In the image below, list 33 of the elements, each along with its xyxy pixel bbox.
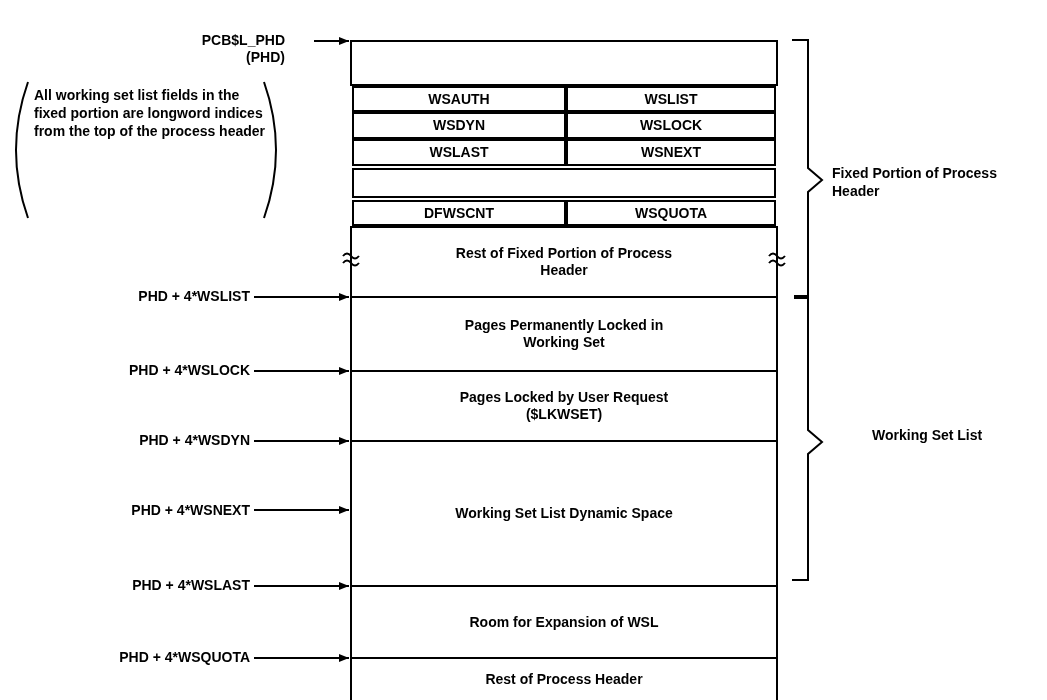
note: All working set list fields in the fixed portion are longword indices from the top of the process header xyxy=(34,86,266,140)
memory-field: WSLIST xyxy=(566,86,776,112)
brace-label: Working Set List xyxy=(872,426,984,444)
memory-region: Rest of Process Header xyxy=(350,657,778,700)
memory-region: Pages Locked by User Request ($LKWSET) xyxy=(350,370,778,442)
memory-field: WSDYN xyxy=(352,112,566,139)
memory-field: WSQUOTA xyxy=(566,200,776,226)
arrow xyxy=(253,654,350,662)
memory-field: DFWSCNT xyxy=(352,200,566,226)
memory-region: Working Set List Dynamic Space xyxy=(350,440,778,587)
pointer-label: PHD + 4*WSLAST xyxy=(10,575,250,595)
arrow xyxy=(313,37,350,45)
pointer-label: PHD + 4*WSLOCK xyxy=(10,360,250,380)
memory-field xyxy=(352,168,776,198)
memory-field: WSLAST xyxy=(352,139,566,166)
pointer-label: PHD + 4*WSNEXT xyxy=(10,500,250,520)
memory-field: WSAUTH xyxy=(352,86,566,112)
arrow xyxy=(253,506,350,514)
arrow xyxy=(253,367,350,375)
pointer-label: PHD + 4*WSLIST xyxy=(10,286,250,306)
memory-field: WSLOCK xyxy=(566,112,776,139)
arrow xyxy=(253,582,350,590)
pointer-label: PHD + 4*WSQUOTA xyxy=(10,647,250,667)
memory-field: WSNEXT xyxy=(566,139,776,166)
arrow xyxy=(253,437,350,445)
pointer-label: PHD + 4*WSDYN xyxy=(10,430,250,450)
memory-region: Room for Expansion of WSL xyxy=(350,585,778,659)
memory-region: Rest of Fixed Portion of Process Header xyxy=(350,226,778,298)
memory-region: Pages Permanently Locked in Working Set xyxy=(350,296,778,372)
pointer-label: PCB$L_PHD (PHD) xyxy=(150,31,310,67)
memory-region xyxy=(350,40,778,86)
arrow xyxy=(253,293,350,301)
brace-label: Fixed Portion of Process Header xyxy=(832,164,998,200)
